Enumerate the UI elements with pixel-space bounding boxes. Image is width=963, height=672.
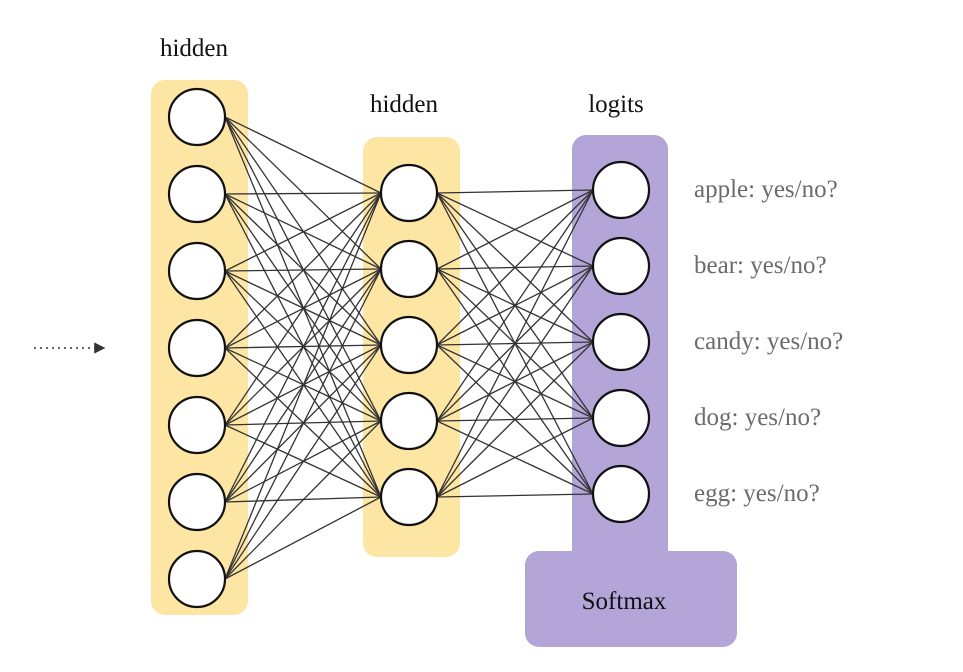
output-label-dog: dog: yes/no?: [694, 404, 821, 431]
node-layer2-3: [379, 315, 439, 375]
edge-l2-2-to-1: [436, 189, 594, 270]
hidden-layer-1-title: hidden: [160, 35, 229, 62]
output-label-candy: candy: yes/no?: [694, 328, 843, 355]
edge-l1-1-to-1: [224, 116, 382, 194]
node-layer1-5: [167, 395, 227, 455]
output-label-bear: bear: yes/no?: [694, 252, 827, 279]
edge-l1-7-to-3: [224, 344, 382, 580]
node-layer1-4: [167, 318, 227, 378]
output-label-egg: egg: yes/no?: [694, 480, 820, 507]
node-layer3-3: [591, 312, 651, 372]
node-layer3-2: [591, 236, 651, 296]
edge-l2-5-to-3: [436, 341, 594, 498]
softmax-label: Softmax: [582, 588, 667, 615]
output-label-apple: apple: yes/no?: [694, 176, 838, 203]
node-layer1-6: [167, 472, 227, 532]
connection-edges: [224, 116, 594, 580]
edge-l1-6-to-1: [224, 192, 382, 503]
node-layer1-3: [167, 241, 227, 301]
node-layer3-5: [591, 464, 651, 524]
edge-l1-4-to-1: [224, 192, 382, 349]
node-layer1-1: [167, 87, 227, 147]
edge-l2-5-to-1: [436, 189, 594, 498]
node-layer3-4: [591, 388, 651, 448]
node-layer1-2: [167, 164, 227, 224]
node-layer2-4: [379, 391, 439, 451]
node-layer2-2: [379, 239, 439, 299]
node-layer2-5: [379, 467, 439, 527]
hidden-layer-2-title: hidden: [370, 91, 439, 118]
edge-l2-5-to-5: [436, 493, 594, 498]
node-layer2-1: [379, 163, 439, 223]
edge-l1-3-to-1: [224, 192, 382, 272]
edge-l1-7-to-1: [224, 192, 382, 580]
edge-l1-7-to-2: [224, 268, 382, 580]
edge-l1-7-to-4: [224, 420, 382, 580]
node-layer3-1: [591, 160, 651, 220]
edge-l2-5-to-2: [436, 265, 594, 498]
node-layer1-7: [167, 549, 227, 609]
logits-layer-title: logits: [588, 91, 644, 118]
edge-l1-7-to-5: [224, 496, 382, 580]
edge-l1-2-to-1: [224, 192, 382, 195]
neuron-nodes: [167, 87, 651, 609]
edge-l1-5-to-1: [224, 192, 382, 426]
edge-l2-1-to-1: [436, 189, 594, 194]
edge-l2-5-to-4: [436, 417, 594, 498]
edge-l2-4-to-1: [436, 189, 594, 422]
softmax-box: [525, 551, 737, 647]
edge-l2-3-to-1: [436, 189, 594, 346]
